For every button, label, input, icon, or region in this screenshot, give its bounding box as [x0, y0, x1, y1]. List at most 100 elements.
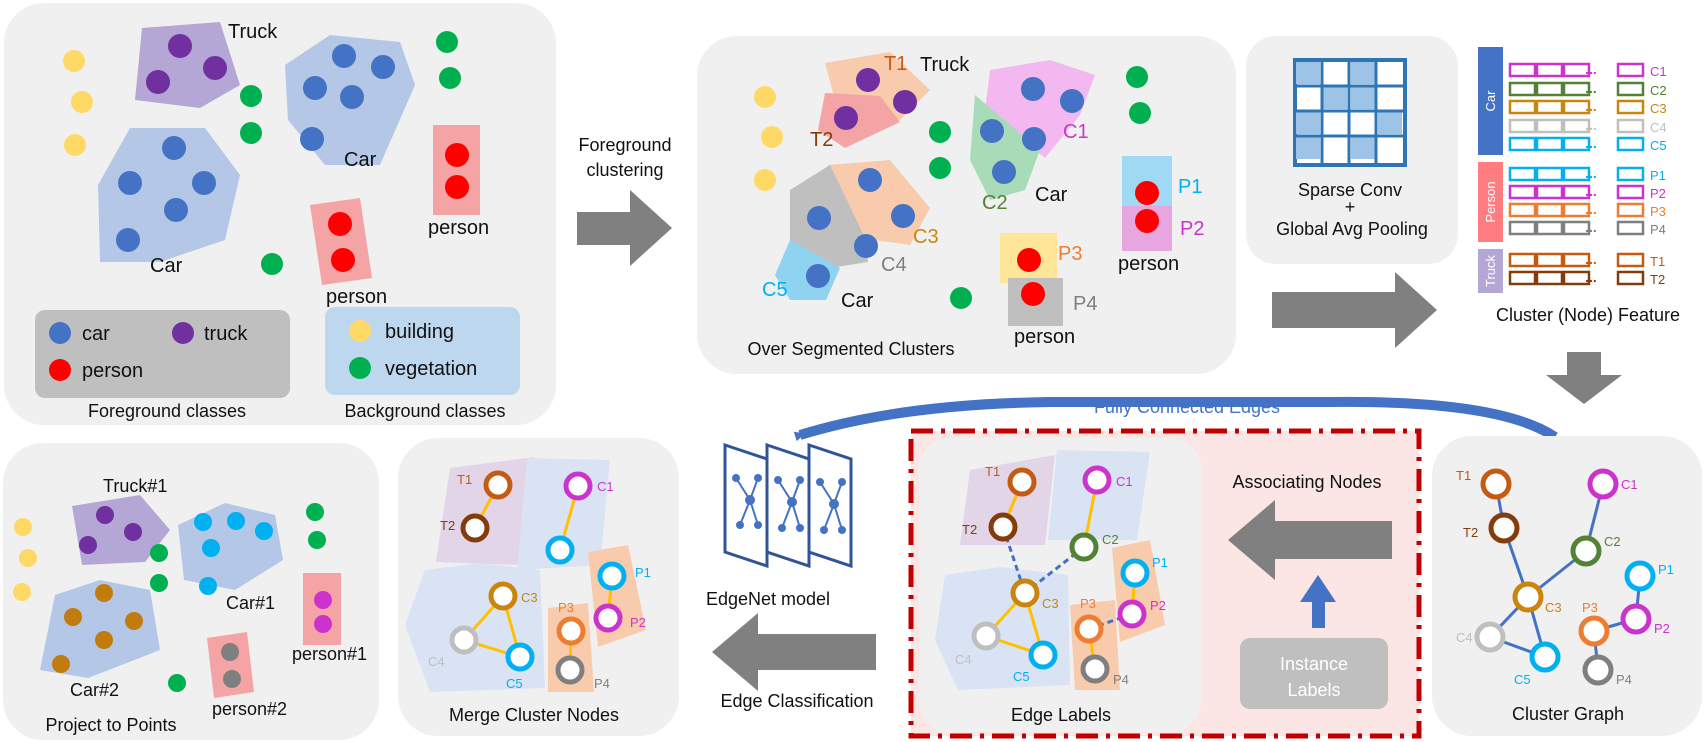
caption-cluster-node-feature: Cluster (Node) Feature [1496, 305, 1680, 325]
graph-node-label: P2 [1150, 598, 1166, 613]
feature-row-label: C4 [1650, 120, 1667, 135]
graph-node [505, 642, 535, 672]
graph-node-label: P3 [558, 600, 574, 615]
feature-row-label: T2 [1650, 272, 1665, 287]
feature-row: ...P2 [1508, 183, 1666, 201]
feature-row: ...P4 [1508, 219, 1666, 237]
pp-label-person1: person#1 [292, 644, 367, 664]
feature-row-label: T1 [1650, 254, 1665, 269]
group-label-person: Person [1483, 181, 1498, 222]
feature-row-dots: ... [1585, 183, 1597, 199]
graph-node [1080, 654, 1110, 684]
graph-node [971, 621, 1001, 651]
cluster-feature-table: Car Person Truck ...C1...C2...C3...C4...… [1478, 47, 1680, 325]
caption-over-segmented-clusters: Over Segmented Clusters [747, 339, 954, 359]
graph-node-label: C5 [1514, 672, 1531, 687]
feature-row: ...C4 [1508, 117, 1667, 135]
feature-row: ...P1 [1508, 165, 1666, 183]
graph-node-label: C2 [1604, 534, 1621, 549]
graph-node-label: P4 [594, 676, 610, 691]
cluster-region [1048, 450, 1150, 540]
caption-project-to-points: Project to Points [45, 715, 176, 735]
graph-node [1028, 640, 1058, 670]
graph-node [1512, 581, 1544, 613]
graph-node [1578, 615, 1610, 647]
neural-network-icon [723, 442, 853, 569]
label-edgenet-model: EdgeNet model [706, 589, 830, 609]
label-person-b: person [428, 217, 489, 239]
feature-row-dots: ... [1585, 165, 1597, 181]
caption-foreground-classes: Foreground classes [88, 401, 246, 421]
panel-project-to-points: Truck#1 Car#1 Car#2 person#1 person#2 Pr… [3, 443, 379, 740]
p2-label-t2: T2 [810, 129, 833, 151]
graph-node-label: P4 [1113, 672, 1129, 687]
p2-label-c3: C3 [913, 226, 939, 248]
graph-node-label: P1 [635, 565, 651, 580]
feature-row-dots: ... [1585, 98, 1597, 114]
graph-node-label: C5 [1013, 669, 1030, 684]
conv-line1: Sparse Conv [1298, 180, 1402, 200]
graph-node-label: C1 [1116, 474, 1133, 489]
p2-label-person-a: person [1118, 253, 1179, 275]
graph-node [1010, 578, 1040, 608]
feature-row-dots: ... [1585, 80, 1597, 96]
feature-row: ...C5 [1508, 135, 1667, 153]
feature-row-dots: ... [1585, 251, 1597, 267]
group-label-truck: Truck [1483, 254, 1498, 287]
graph-node-label: P3 [1080, 596, 1096, 611]
feature-row-label: C3 [1650, 101, 1667, 116]
graph-node [556, 616, 586, 646]
p2-label-truck: Truck [920, 54, 970, 76]
edgenet-model: EdgeNet model Edge Classification [706, 442, 876, 711]
graph-node-label: C2 [1102, 532, 1119, 547]
label-car-top: Car [344, 149, 377, 171]
legend-truck: truck [204, 323, 248, 345]
graph-node [555, 655, 585, 685]
label-car-bottom: Car [150, 255, 183, 277]
arrow1-label-line1: Foreground [578, 135, 671, 155]
graph-node [1480, 468, 1512, 500]
p2-label-p2: P2 [1180, 218, 1204, 240]
graph-node-label: T2 [440, 518, 455, 533]
graph-node-label: T1 [1456, 468, 1471, 483]
graph-node-label: C3 [521, 590, 538, 605]
feature-row: ...C2 [1508, 80, 1667, 98]
feature-row-dots: ... [1585, 269, 1597, 285]
feature-row-dots: ... [1585, 135, 1597, 151]
p2-label-c5: C5 [762, 279, 788, 301]
legend-building: building [385, 321, 454, 343]
label-person-a: person [326, 286, 387, 308]
arrow-foreground-clustering: Foreground clustering [577, 135, 672, 266]
conv-grid-icon [1293, 58, 1407, 167]
graph-node [1624, 560, 1656, 592]
feature-row-label: P4 [1650, 222, 1666, 237]
p2-label-t1: T1 [884, 53, 907, 75]
graph-node [449, 625, 479, 655]
graph-node [545, 535, 575, 565]
arrow-edge-classification [712, 613, 876, 691]
label-fully-connected-edges: Fully Connected Edges [1094, 397, 1280, 417]
p2-label-p4: P4 [1073, 293, 1097, 315]
panel-input-classes: Truck Car Car person person car truck pe… [4, 3, 556, 425]
arrow-down-to-graph [1546, 352, 1622, 404]
graph-node [1120, 558, 1150, 588]
graph-node [1117, 599, 1147, 629]
instance-labels-line2: Labels [1287, 680, 1340, 700]
legend-car: car [82, 323, 110, 345]
graph-node-label: C1 [597, 479, 614, 494]
graph-node [1582, 654, 1614, 686]
graph-node [1074, 614, 1104, 644]
graph-node [988, 512, 1018, 542]
graph-node [483, 470, 513, 500]
graph-node [1529, 641, 1561, 673]
graph-node-label: C4 [955, 652, 972, 667]
graph-node [593, 603, 623, 633]
feature-row-label: P3 [1650, 204, 1666, 219]
graph-node [1587, 468, 1619, 500]
conv-line2: + [1345, 197, 1356, 217]
caption-merge-cluster-nodes: Merge Cluster Nodes [449, 705, 619, 725]
